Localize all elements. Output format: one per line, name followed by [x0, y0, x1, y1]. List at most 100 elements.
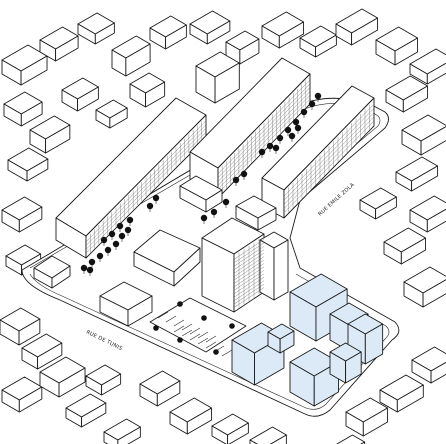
tree-crown-24 — [294, 124, 302, 132]
low-building-sw-a — [99, 281, 153, 327]
tower-block — [201, 217, 289, 313]
context-building-36-wall-left — [211, 425, 229, 444]
context-building-18 — [195, 51, 240, 104]
context-building-33-wall-left — [103, 431, 119, 444]
context-building-11 — [409, 48, 446, 85]
street-label-south: RUE DE TUNIS — [85, 329, 123, 352]
context-building-22-wall-right — [426, 208, 446, 233]
context-building-20-wall-right — [420, 126, 446, 156]
context-building-40 — [411, 346, 446, 384]
context-building-22 — [409, 195, 446, 233]
tree-crown-9 — [126, 216, 134, 224]
tree-crown-25 — [200, 214, 208, 222]
context-building-35-wall-right — [186, 407, 213, 435]
context-building-31-wall-right — [58, 367, 86, 398]
context-building-13 — [29, 115, 71, 154]
parking-stall-line — [205, 341, 217, 349]
context-building-3-wall-right — [125, 43, 151, 77]
tree-crown-26 — [210, 208, 218, 216]
low-building-center-a — [133, 229, 201, 287]
context-building-7 — [261, 11, 305, 49]
proposed-building-north — [289, 273, 348, 342]
context-building-35 — [169, 397, 213, 435]
tree-crown-29 — [80, 264, 88, 272]
context-building-33 — [103, 418, 141, 444]
tree-crown-0 — [88, 258, 96, 266]
context-building-15 — [61, 77, 99, 112]
tree-crown-28 — [86, 266, 94, 274]
parking-tree-3 — [213, 349, 219, 355]
context-building-11-wall-right — [426, 62, 446, 85]
parking-stall-line — [221, 349, 233, 357]
context-building-23-wall-right — [375, 196, 397, 220]
proposed-building-northeast-wall-right — [364, 323, 384, 365]
context-building-41 — [336, 434, 366, 444]
context-building-42 — [85, 364, 122, 396]
street-label-east: RUE EMILE ZOLA — [317, 182, 356, 218]
context-building-37-wall-left — [249, 439, 258, 444]
context-building-32 — [65, 393, 107, 428]
context-building-4 — [149, 15, 187, 50]
context-building-29 — [21, 333, 63, 370]
context-building-10 — [375, 26, 419, 66]
parking-stall-line — [181, 329, 193, 337]
context-building-29-wall-right — [37, 342, 63, 370]
context-building-5 — [189, 10, 231, 45]
context-building-32-wall-right — [81, 402, 107, 428]
context-building-8-wall-right — [315, 34, 337, 58]
context-building-33-wall-right — [117, 426, 141, 444]
tree-crown-2 — [104, 246, 112, 254]
context-building-24 — [383, 227, 427, 265]
context-building-40-wall-right — [430, 361, 446, 384]
tree-crown-1 — [96, 252, 104, 260]
tree-crown-13 — [240, 170, 248, 178]
context-building-12-wall-right — [20, 101, 43, 127]
parking-stall-line — [173, 325, 185, 333]
low-building-center-b — [179, 175, 223, 213]
context-building-0-wall-right — [20, 55, 48, 86]
context-building-38 — [345, 397, 389, 437]
tree-crown-5 — [124, 226, 132, 234]
context-building-26 — [1, 196, 43, 233]
site-boundary-inner-south — [29, 273, 390, 410]
context-building-1-wall-right — [55, 35, 79, 62]
context-building-2-wall-right — [94, 22, 115, 45]
low-building-center-c — [235, 195, 277, 231]
tree-crown-7 — [108, 230, 116, 238]
context-building-36-wall-right — [227, 422, 249, 444]
context-building-19-wall-right — [402, 85, 429, 113]
tree-crown-19 — [300, 108, 308, 116]
tree-crown-14 — [258, 148, 266, 156]
low-building-sw-b — [33, 255, 71, 289]
tree-crown-6 — [100, 236, 108, 244]
context-building-36 — [211, 413, 249, 444]
context-building-37-wall-right — [269, 434, 287, 444]
context-building-21-wall-right — [411, 165, 439, 192]
tree-crown-22 — [272, 144, 280, 152]
context-building-16 — [95, 99, 128, 129]
context-building-8 — [299, 25, 337, 58]
context-building-39 — [379, 374, 424, 413]
context-building-18-wall-right — [214, 62, 240, 104]
context-building-31 — [39, 356, 86, 398]
tree-crown-16 — [276, 134, 284, 142]
context-building-5-wall-right — [206, 20, 231, 45]
parking-tree-0 — [153, 325, 159, 331]
parking-surface — [149, 297, 247, 353]
context-building-42-wall-right — [101, 373, 122, 396]
parking-stall-line — [173, 319, 185, 327]
tree-crown-8 — [116, 222, 124, 230]
tree-crown-27 — [222, 198, 230, 206]
tree-crown-17 — [284, 126, 292, 134]
proposed-buildings — [231, 273, 384, 407]
tree-crown-4 — [118, 232, 126, 240]
context-building-7-wall-right — [278, 21, 305, 49]
context-building-0 — [1, 44, 48, 86]
parking-stall-line — [181, 323, 193, 331]
slab-building-central — [189, 57, 311, 199]
parking-lot — [149, 297, 247, 357]
parking-stall-line — [197, 331, 209, 339]
tree-crown-12 — [232, 176, 240, 184]
parking-stall-line — [197, 337, 209, 345]
